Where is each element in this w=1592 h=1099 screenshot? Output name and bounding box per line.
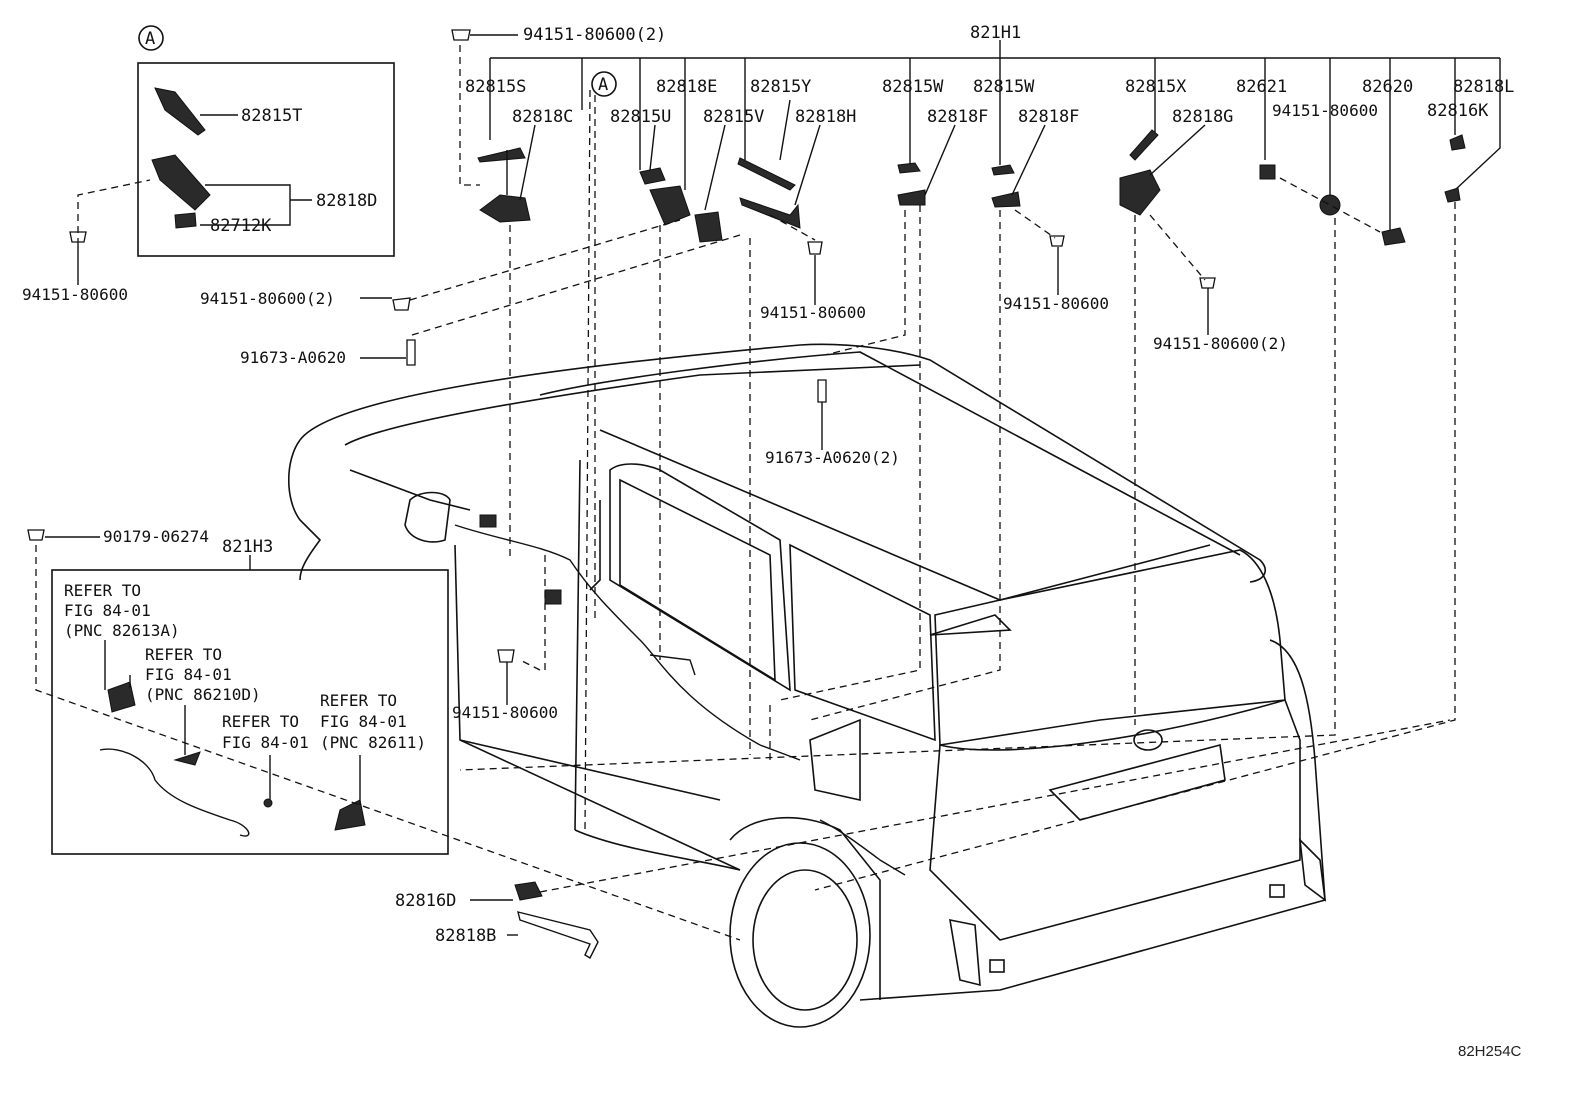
label-82815W-1: 82815W xyxy=(882,77,944,97)
part-82815V xyxy=(694,211,723,243)
text-labels: A A 821H1 94151-80600(2) 82815S 82818C 8… xyxy=(22,23,1522,1060)
refer1-line3: (PNC 82613A) xyxy=(64,621,180,640)
label-82815W-2: 82815W xyxy=(973,77,1035,97)
label-clip-leftbox: 94151-80600 xyxy=(22,285,128,304)
part-94151-right xyxy=(1319,194,1341,216)
label-clip-right2: 94151-80600(2) xyxy=(1153,334,1288,353)
refer1-line2: FIG 84-01 xyxy=(64,601,151,620)
part-82815T xyxy=(154,87,206,136)
callout-a-1: A xyxy=(145,29,155,49)
label-82815Y: 82815Y xyxy=(750,77,811,97)
label-82815U: 82815U xyxy=(610,107,671,127)
part-82712K xyxy=(174,212,197,229)
label-82815X: 82815X xyxy=(1125,77,1187,97)
label-82816D: 82816D xyxy=(395,891,456,911)
inset-box-a xyxy=(137,62,395,257)
label-82620: 82620 xyxy=(1362,77,1413,97)
label-screw: 90179-06274 xyxy=(103,527,209,546)
label-clip-mid-center: 94151-80600 xyxy=(760,303,866,322)
bracket-821H1 xyxy=(489,40,1501,230)
label-82815V: 82815V xyxy=(703,107,764,127)
part-82816D xyxy=(514,881,543,901)
refer1-line1: REFER TO xyxy=(64,581,141,600)
part-82818B xyxy=(517,911,599,959)
label-82818F-2: 82818F xyxy=(1018,107,1079,127)
part-82818C xyxy=(479,194,531,223)
label-bolt-left: 91673-A0620 xyxy=(240,348,346,367)
part-82815X xyxy=(1129,129,1159,161)
refer3-line2: FIG 84-01 xyxy=(222,733,309,752)
label-clip-mid2: 94151-80600(2) xyxy=(200,289,335,308)
part-82818H xyxy=(739,197,801,229)
dashed-leaders xyxy=(35,45,1456,941)
label-82818E: 82818E xyxy=(656,77,717,97)
solid-leaders xyxy=(45,34,1209,936)
part-82815Y xyxy=(737,157,796,191)
part-82818F-2 xyxy=(991,191,1021,208)
refer3-line1: REFER TO xyxy=(222,712,299,731)
label-bolt-center: 91673-A0620(2) xyxy=(765,448,900,467)
callout-a-circle-1 xyxy=(138,25,164,51)
label-clip-topright: 94151-80600 xyxy=(1272,101,1378,120)
vehicle-outline xyxy=(287,343,1327,1028)
part-82621 xyxy=(1259,164,1276,180)
label-clip-bottom: 94151-80600 xyxy=(452,703,558,722)
label-82815S: 82815S xyxy=(465,77,526,97)
label-82816K: 82816K xyxy=(1427,101,1489,121)
harness-routing xyxy=(454,514,906,876)
label-82818C: 82818C xyxy=(512,107,573,127)
part-82818F-1 xyxy=(897,189,926,206)
refer2-line3: (PNC 86210D) xyxy=(145,685,261,704)
label-821H1: 821H1 xyxy=(970,23,1021,43)
label-82818H: 82818H xyxy=(795,107,856,127)
refer4-line1: REFER TO xyxy=(320,691,397,710)
part-82815W-2 xyxy=(991,164,1015,176)
part-82815W-1 xyxy=(897,162,921,174)
part-82818D xyxy=(151,154,211,211)
parts xyxy=(99,87,1466,959)
part-82815U xyxy=(639,167,666,185)
label-82818L: 82818L xyxy=(1453,77,1514,97)
clips xyxy=(27,29,1216,663)
label-clip-right1: 94151-80600 xyxy=(1003,294,1109,313)
part-82818L xyxy=(1444,187,1461,203)
inset-box-821H3 xyxy=(51,569,449,855)
label-82621: 82621 xyxy=(1236,77,1287,97)
callout-a-circle-2 xyxy=(591,71,617,97)
refer4-line3: (PNC 82611) xyxy=(320,733,426,752)
callout-a-2: A xyxy=(598,75,608,95)
refer4-line2: FIG 84-01 xyxy=(320,712,407,731)
part-82620 xyxy=(1381,227,1406,246)
label-82818G: 82818G xyxy=(1172,107,1233,127)
figure-code: 82H254C xyxy=(1458,1043,1522,1060)
label-821H3: 821H3 xyxy=(222,537,273,557)
refer2-line2: FIG 84-01 xyxy=(145,665,232,684)
part-82816K xyxy=(1449,134,1466,151)
part-82818E xyxy=(649,185,691,226)
refer2-line1: REFER TO xyxy=(145,645,222,664)
label-82818F-1: 82818F xyxy=(927,107,988,127)
label-82815T: 82815T xyxy=(241,106,302,126)
part-82818G xyxy=(1119,169,1161,216)
label-82712K: 82712K xyxy=(210,216,272,236)
label-clip-top: 94151-80600(2) xyxy=(523,25,666,45)
label-82818B: 82818B xyxy=(435,926,496,946)
label-82818D: 82818D xyxy=(316,191,377,211)
part-82815S xyxy=(477,147,526,163)
